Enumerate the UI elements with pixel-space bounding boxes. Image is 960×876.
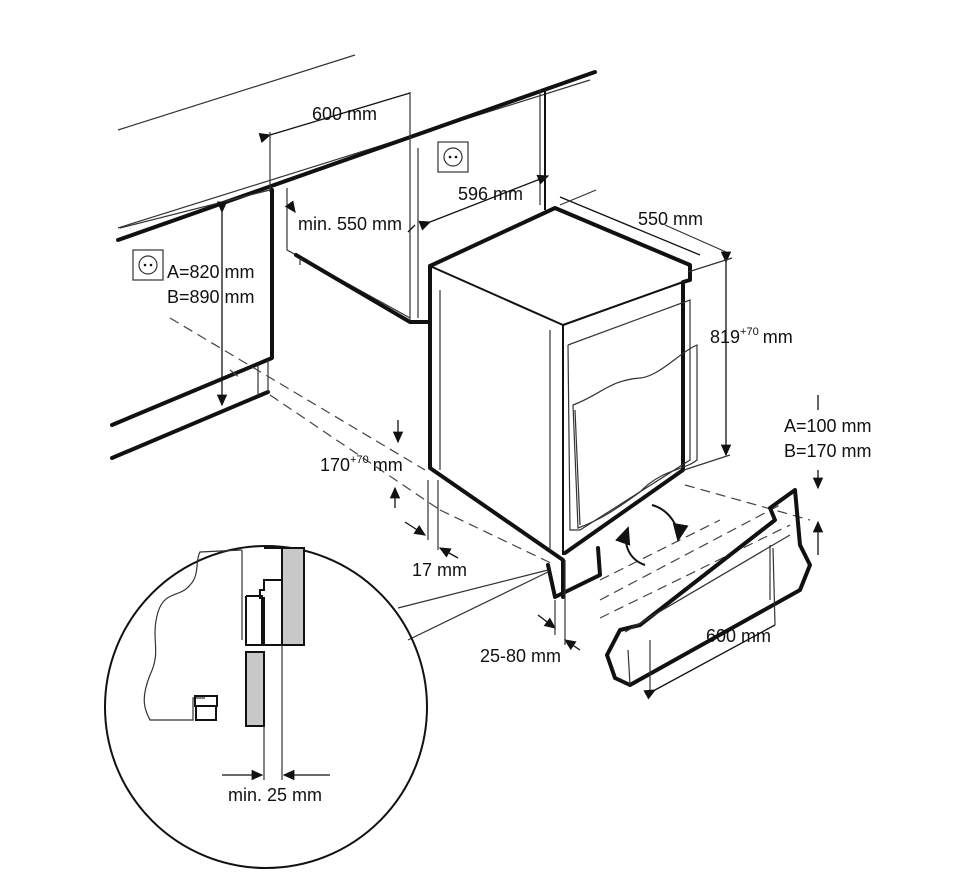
power-socket-icon xyxy=(437,141,469,173)
dim-170 xyxy=(389,420,404,508)
label-height-b: B=890 mm xyxy=(167,287,255,307)
dim-550 xyxy=(559,189,727,256)
dim-25-80 xyxy=(537,600,581,651)
dim-819 xyxy=(683,251,733,471)
label-door-offset: 17 mm xyxy=(412,560,467,580)
appliance-plinth xyxy=(546,484,811,619)
dim-17 xyxy=(404,480,459,559)
dim-600-plinth xyxy=(643,547,776,700)
rotate-arrow-icon xyxy=(651,504,689,542)
rotate-arrow-icon xyxy=(615,526,646,566)
label-plinth-width: 600 mm xyxy=(706,626,771,646)
appliance-body xyxy=(428,206,698,599)
power-socket-icon xyxy=(132,249,164,281)
label-height-a: A=820 mm xyxy=(167,262,255,282)
label-plinth-setback: 25-80 mm xyxy=(480,646,561,666)
label-min-depth: min. 550 mm xyxy=(298,214,402,234)
plinth-panel xyxy=(605,488,812,695)
dim-596 xyxy=(418,174,550,231)
label-appliance-width: 596 mm xyxy=(458,184,523,204)
floor-guides xyxy=(169,317,556,566)
dim-min-550 xyxy=(284,200,416,233)
detail-callout xyxy=(104,545,549,869)
label-appliance-depth: 550 mm xyxy=(638,209,703,229)
label-plinth-b: B=170 mm xyxy=(784,441,872,461)
label-plinth-a: A=100 mm xyxy=(784,416,872,436)
label-cabinet-width: 600 mm xyxy=(312,104,377,124)
label-vent-gap: min. 25 mm xyxy=(228,785,322,805)
dim-600-top xyxy=(258,92,411,192)
